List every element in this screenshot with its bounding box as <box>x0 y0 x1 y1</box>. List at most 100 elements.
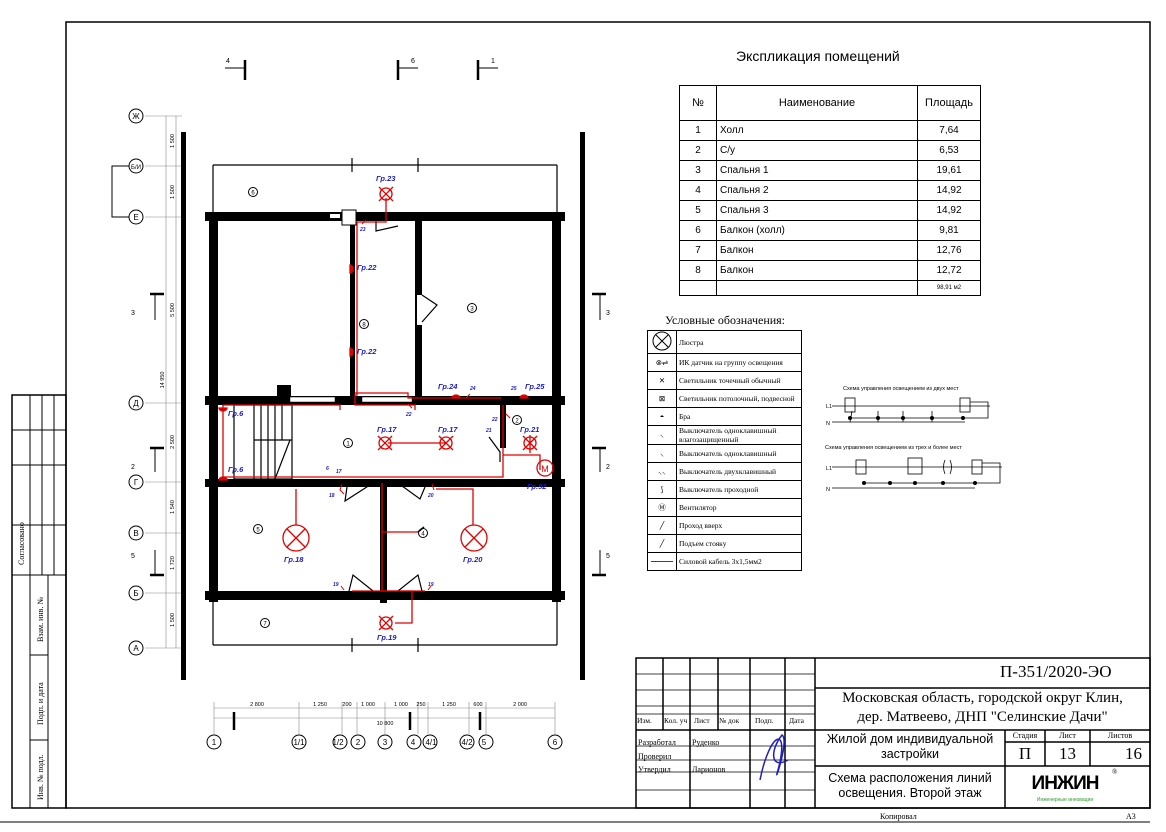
pass-up-icon: ╱ <box>647 516 677 535</box>
name-approved: Ларионов <box>692 765 726 774</box>
switch-double-icon: ⸜⸜ <box>647 462 677 481</box>
col-date: Дата <box>789 716 804 725</box>
svg-text:7: 7 <box>263 622 267 628</box>
dim-text: 600 <box>473 702 482 708</box>
svg-text:4: 4 <box>411 738 416 747</box>
sheet-label: Лист <box>1059 731 1076 740</box>
legend-title: Условные обозначения: <box>665 313 786 327</box>
address-line-1: Московская область, городской округ Клин… <box>842 690 1123 706</box>
svg-text:4: 4 <box>421 532 425 538</box>
dim-total-text: 14 950 <box>160 372 166 389</box>
svg-text:3: 3 <box>470 307 474 313</box>
col-sign: Подп. <box>755 716 774 725</box>
legend-table: Люстра ⊗⇌ИК датчик на группу освещения ✕… <box>647 330 802 571</box>
signature <box>759 734 789 781</box>
dim-text: 1 000 <box>361 702 375 708</box>
switch-waterproof-icon: ⸜ <box>647 425 677 445</box>
switch-icon <box>339 219 511 591</box>
dim-text: 1 500 <box>170 613 176 627</box>
spot-light-icon <box>377 435 393 451</box>
dim-text: 1 500 <box>170 185 176 199</box>
scheme-two-title: Схема управления освещением из двух мест <box>843 386 959 392</box>
role-checked: Проверил <box>638 752 672 761</box>
room-mark: 5 <box>253 524 263 534</box>
legend-row: Люстра <box>647 330 802 354</box>
name-developed: Руденко <box>692 738 720 747</box>
stamp-inv-orig: Инв. № подл. <box>36 754 45 800</box>
section-mark-label: 2 <box>606 464 610 471</box>
svg-text:1: 1 <box>212 738 217 747</box>
col-kol: Кол. уч <box>664 716 688 725</box>
col-header-area: Площадь <box>917 85 981 121</box>
dim-text: 2 000 <box>513 702 527 708</box>
axis-bubble-row: В <box>128 525 144 541</box>
dim-total-text: 10 800 <box>377 721 394 727</box>
svg-text:2: 2 <box>356 738 361 747</box>
registered-mark: ® <box>1112 768 1118 776</box>
ir-sensor-icon: ⊗⇌ <box>647 353 677 372</box>
format-label: А3 <box>1126 812 1136 821</box>
section-mark-label: 3 <box>131 310 135 317</box>
copied-label: Копировал <box>880 812 917 821</box>
company-logo: ИНЖИН <box>1031 773 1100 794</box>
stamp-inv-replace: Взам. инв. № <box>36 597 45 642</box>
axis-bubble-row: Ж <box>128 108 144 124</box>
control-scheme-diagrams <box>832 397 1002 489</box>
svg-text:8: 8 <box>362 323 366 329</box>
switch-mark: 23 <box>359 227 366 233</box>
legend-row: ⊠Светильник потолочный, подвесной <box>647 389 802 408</box>
svg-text:В: В <box>133 529 138 538</box>
spot-light-icon <box>438 435 454 451</box>
axis-bubble-row: Б <box>128 585 144 601</box>
cable-line-icon <box>647 552 677 571</box>
fan-label: M <box>541 464 549 474</box>
walls <box>181 132 585 680</box>
fan-icon: Ⓜ <box>647 498 677 517</box>
svg-text:Б: Б <box>133 589 138 598</box>
group-label: Гр.17 <box>438 425 458 434</box>
col-doc: № док <box>719 716 740 725</box>
axis-bubble-col: 1/2 <box>332 734 348 750</box>
group-label: Гр.17 <box>377 425 397 434</box>
svg-text:3: 3 <box>383 738 388 747</box>
group-label: Гр.18 <box>284 555 304 564</box>
dim-text: 2 500 <box>170 435 176 449</box>
switch-mark: 24 <box>469 386 476 392</box>
dim-text: 2 800 <box>250 702 264 708</box>
axis-bubble-row: Е <box>128 209 144 225</box>
legend-row: ╱Подъем стояку <box>647 534 802 553</box>
fan-icon <box>536 459 554 477</box>
axis-bubble-col: 2 <box>350 734 366 750</box>
col-list: Лист <box>694 716 710 725</box>
axis-bubble-col: 4/1 <box>422 734 438 750</box>
group-label: Гр.23 <box>376 174 396 183</box>
wall-light-icon: ◓ <box>647 407 677 426</box>
legend-row: ⸜Выключатель одноклавишный влагозащищенн… <box>647 425 802 445</box>
stage-value: П <box>1018 744 1032 763</box>
svg-text:Д: Д <box>133 399 139 408</box>
object-line-2: застройки <box>881 747 939 761</box>
switch-mark: 21 <box>485 428 492 434</box>
switch-single-icon: ⸜ <box>647 444 677 463</box>
axis-bubble-col: 6 <box>547 734 563 750</box>
company-logo-subtitle: Инженерные инновации <box>1036 797 1094 803</box>
dim-text: 1 540 <box>170 500 176 514</box>
dim-text: 1 500 <box>170 134 176 148</box>
room-mark: 1 <box>343 438 353 448</box>
svg-text:Б/И: Б/И <box>131 165 141 171</box>
axis-bubble-col: 1 <box>206 734 222 750</box>
axis-bubble-col: 4/2 <box>459 734 475 750</box>
stamp-sign-date: Подп. и дата <box>36 682 45 725</box>
svg-text:1/2: 1/2 <box>332 738 344 747</box>
svg-text:2: 2 <box>515 419 519 425</box>
group-label: Гр.24 <box>438 382 458 391</box>
switch-mark: 25 <box>510 386 517 392</box>
svg-text:1/1: 1/1 <box>293 738 305 747</box>
spot-light-icon <box>522 435 538 451</box>
balcony-rails <box>212 158 558 652</box>
